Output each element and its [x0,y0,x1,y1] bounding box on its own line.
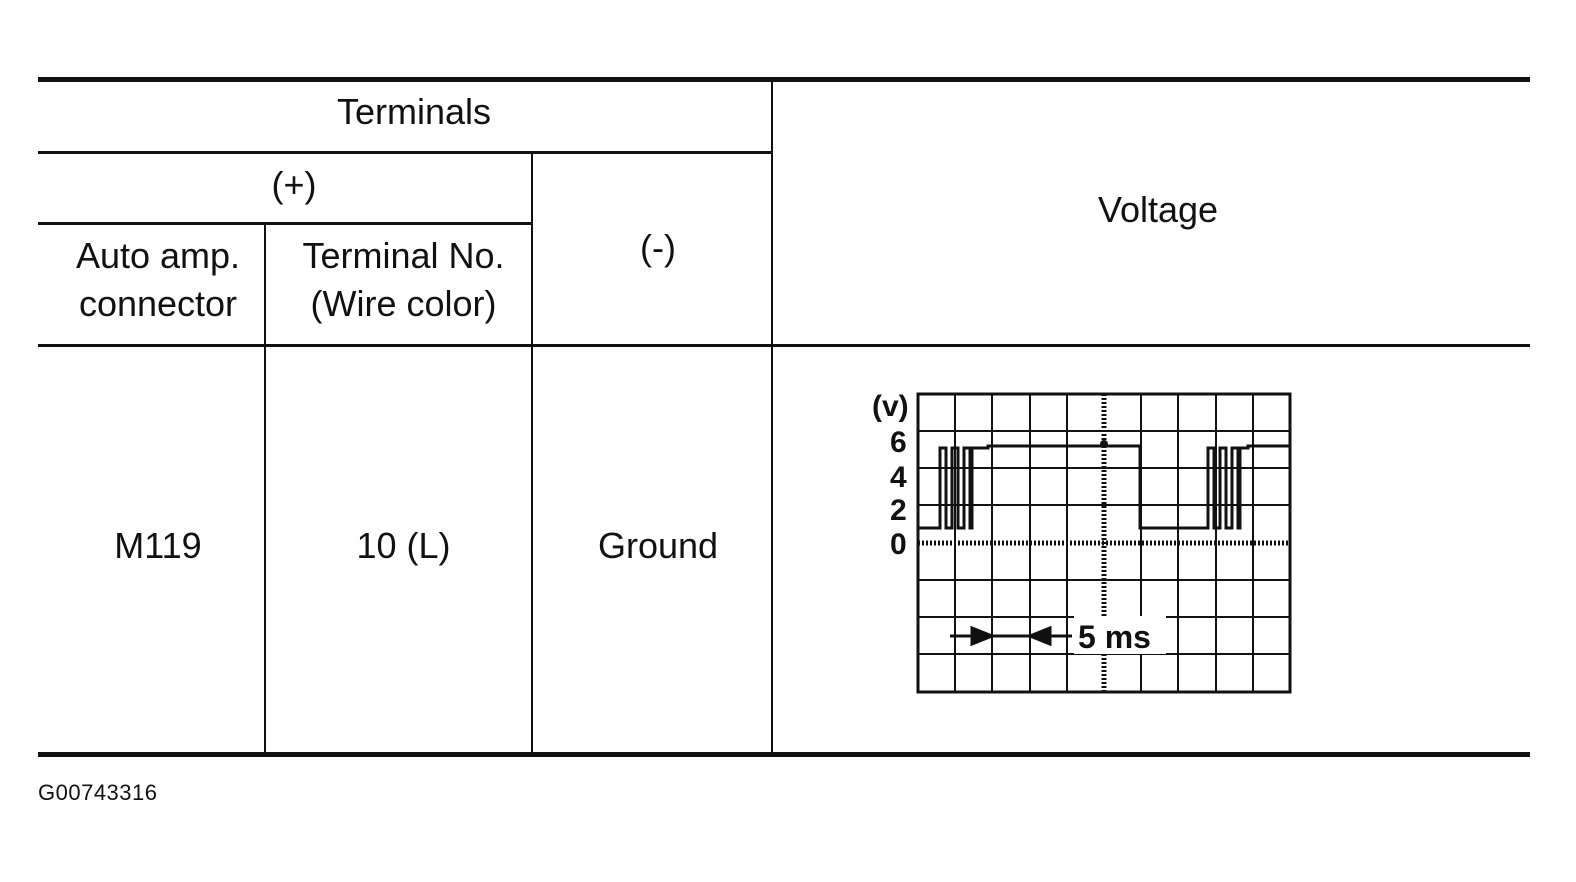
y-tick-4: 4 [890,461,907,494]
y-unit-label: (v) [872,390,909,423]
col-divider-2 [531,153,533,753]
cell-terminal: 10 (L) [356,525,451,566]
header-terminals: Terminals [336,91,492,132]
header-auto-amp: Auto amp. connector [40,232,276,328]
cell-connector: M119 [114,525,202,566]
header-auto-amp-line2: connector [78,283,238,324]
header-terminal-no: Terminal No. (Wire color) [266,232,541,328]
header-auto-amp-line1: Auto amp. [75,235,241,276]
col-divider-3 [771,82,773,753]
y-tick-0: 0 [890,528,907,561]
voltage-waveform-diagram: (v) 6 4 2 0 5 ms [872,390,1292,694]
trigger-point [1100,440,1108,448]
time-span-marker [950,625,1072,647]
y-tick-2: 2 [890,494,907,527]
time-label-background [1074,616,1166,654]
col-divider-1 [264,224,266,753]
header-minus: (-) [640,227,676,268]
header-plus: (+) [271,164,317,205]
header-terminal-no-line2: (Wire color) [310,283,497,324]
header-voltage: Voltage [1097,189,1219,230]
header-terminal-no-line1: Terminal No. [302,235,505,276]
time-label: 5 ms [1078,619,1151,655]
figure-id: G00743316 [38,780,158,805]
waveform-trace [918,444,1290,530]
table-bottom-rule [38,752,1530,757]
cell-ground: Ground [597,525,719,566]
plus-underline [38,222,532,225]
header-bottom-rule [38,344,1530,347]
y-tick-6: 6 [890,426,907,459]
terminals-underline [38,151,772,154]
table-top-rule [38,77,1530,82]
